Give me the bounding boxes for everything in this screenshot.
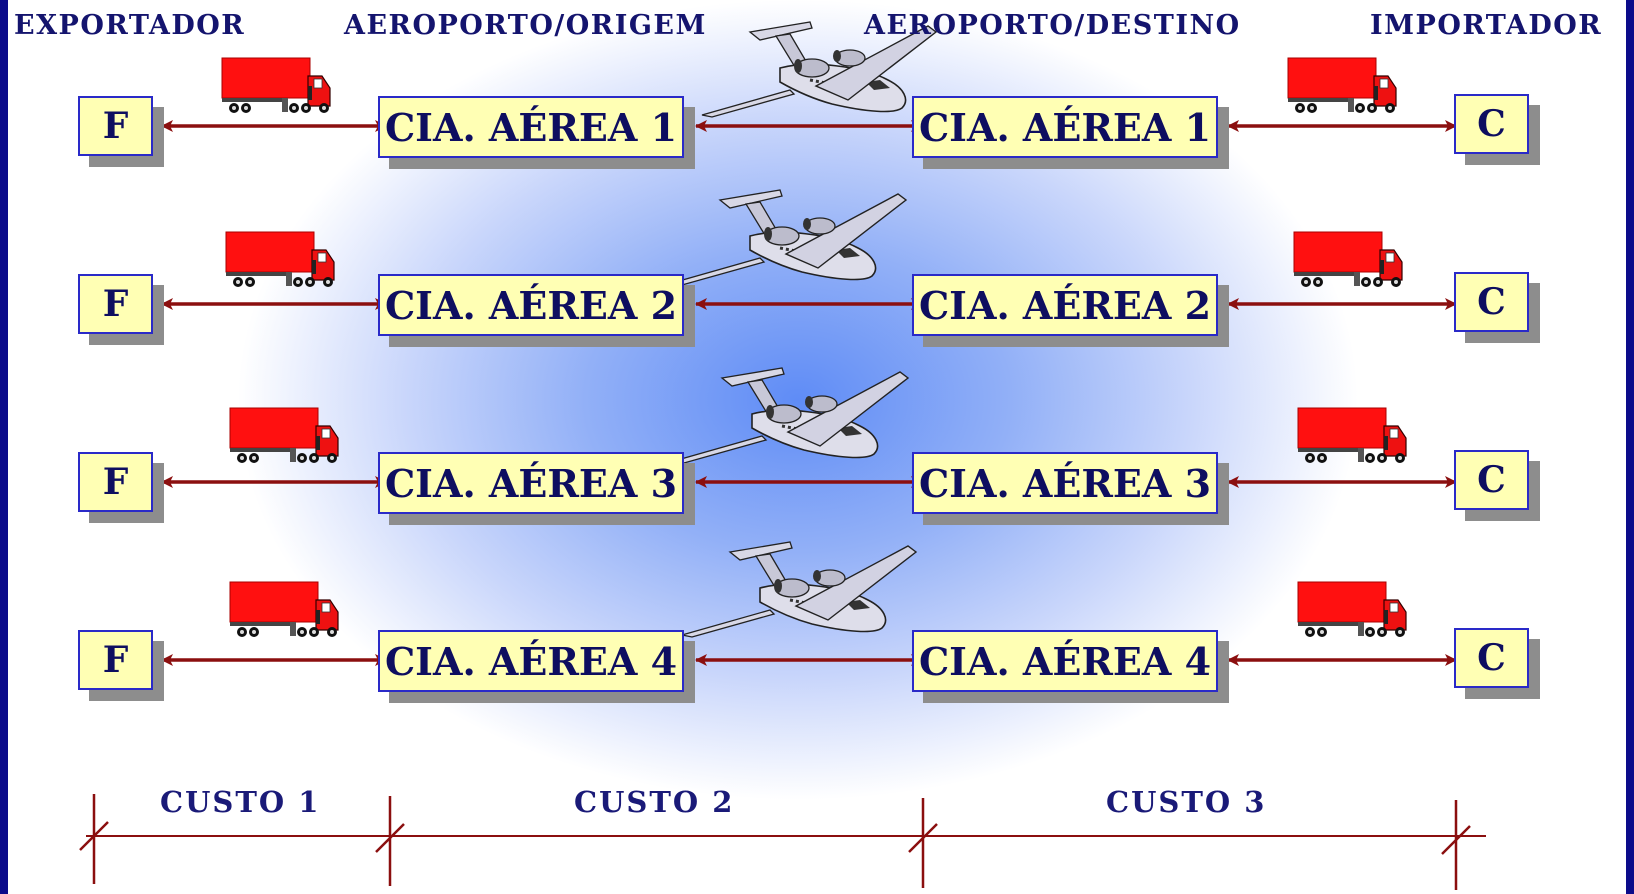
importer-box: C [1454,94,1529,154]
truck-icon [229,407,339,464]
exporter-box: F [78,274,153,334]
exporter-box: F [78,96,153,156]
cost-label-1: CUSTO 1 [160,785,321,819]
airplane-icon [680,540,918,639]
row-2-connectors [161,188,1457,310]
cost-tick-slash [908,823,938,853]
header-origin-airport: AEROPORTO/ORIGEM [344,10,707,41]
importer-box: C [1454,272,1529,332]
header-destination-airport: AEROPORTO/DESTINO [864,10,1241,41]
airplane-icon [670,188,908,287]
header-exporter: EXPORTADOR [14,10,246,41]
cost-tick-slash [375,823,405,853]
truck-icon [1293,231,1403,288]
destination-airline-box: CIA. AÉREA 2 [912,274,1218,336]
exporter-box: F [78,630,153,690]
cost-scale [79,794,1486,890]
cost-label-2: CUSTO 2 [574,785,735,819]
row-3-connectors [161,366,1457,488]
origin-airline-box: CIA. AÉREA 2 [378,274,684,336]
importer-box: C [1454,628,1529,688]
header-importer: IMPORTADOR [1370,10,1603,41]
truck-icon [1287,57,1397,114]
destination-airline-box: CIA. AÉREA 3 [912,452,1218,514]
row-1-connectors [161,20,1457,132]
origin-airline-box: CIA. AÉREA 1 [378,96,684,158]
destination-airline-box: CIA. AÉREA 4 [912,630,1218,692]
truck-icon [229,581,339,638]
connectors-layer [79,20,1486,890]
destination-airline-box: CIA. AÉREA 1 [912,96,1218,158]
truck-icon [1297,407,1407,464]
cost-label-3: CUSTO 3 [1106,785,1267,819]
cost-tick-slash [1441,825,1471,855]
origin-airline-box: CIA. AÉREA 3 [378,452,684,514]
exporter-box: F [78,452,153,512]
airplane-icon [672,366,910,465]
origin-airline-box: CIA. AÉREA 4 [378,630,684,692]
row-4-connectors [161,540,1457,666]
cost-tick-slash [79,821,109,851]
truck-icon [221,57,331,114]
truck-icon [225,231,335,288]
truck-icon [1297,581,1407,638]
importer-box: C [1454,450,1529,510]
